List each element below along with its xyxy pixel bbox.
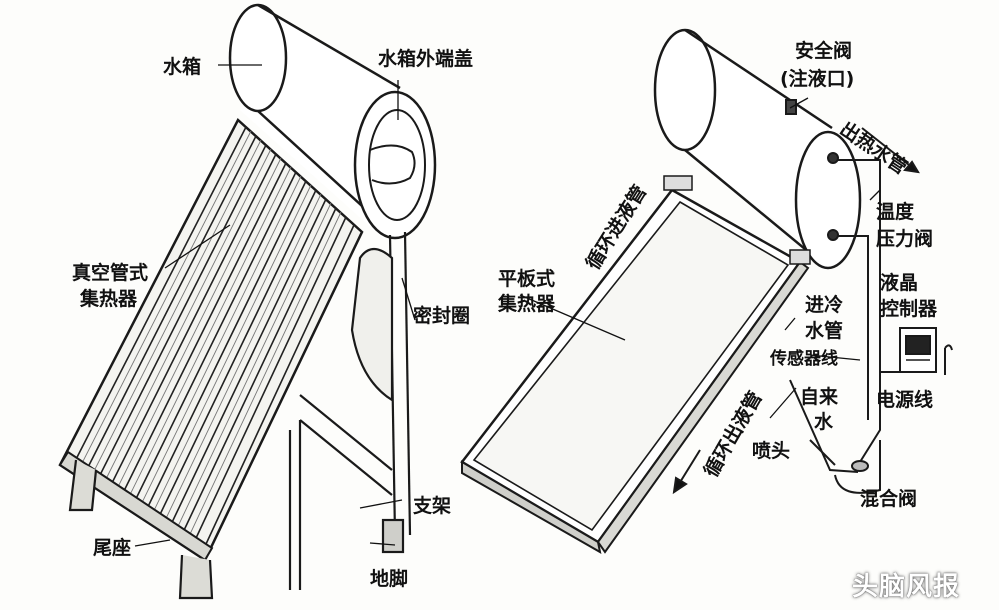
- label-tap-water-2: 水: [814, 411, 834, 433]
- label-power-wire: 电源线: [876, 389, 934, 411]
- label-seal-ring: 密封圈: [413, 305, 471, 327]
- right-water-tank: [653, 28, 862, 270]
- right-heater: [460, 28, 953, 554]
- label-temp-valve-2: 压力阀: [876, 228, 934, 250]
- left-leader-lines: [134, 64, 416, 547]
- label-end-cap: 水箱外端盖: [378, 48, 474, 70]
- lcd-controller-box: [899, 327, 937, 373]
- right-leader-lines: [519, 97, 881, 419]
- label-lcd-controller-2: 控制器: [880, 298, 938, 320]
- label-nozzle: 喷头: [752, 440, 791, 462]
- watermark-text: 头脑风报: [852, 572, 961, 602]
- water-tank: [228, 3, 437, 240]
- pipes: [789, 159, 953, 494]
- flow-arrows: [672, 127, 920, 495]
- label-flat-collector-1: 平板式: [498, 268, 556, 290]
- label-safety-valve: 安全阀: [795, 40, 853, 62]
- label-sensor-wire: 传感器线: [770, 349, 838, 369]
- label-mixing-valve: 混合阀: [860, 488, 918, 510]
- label-flat-collector-2: 集热器: [498, 293, 556, 315]
- end-cap-shape: [353, 90, 437, 240]
- label-temp-valve-1: 温度: [876, 201, 915, 223]
- label-lcd-controller-1: 液晶: [880, 272, 919, 294]
- flat-plate-collector: [460, 175, 811, 554]
- label-cold-inlet-2: 水管: [805, 320, 844, 342]
- label-vacuum-collector-1: 真空管式: [72, 262, 149, 284]
- label-stand: 支架: [413, 495, 452, 517]
- label-cold-inlet-1: 进冷: [805, 294, 844, 316]
- foot-shape: [381, 518, 405, 554]
- label-vacuum-collector-2: 集热器: [80, 288, 138, 310]
- label-fill-port: (注液口): [780, 68, 855, 90]
- left-heater: [58, 3, 437, 600]
- stand: [68, 231, 412, 600]
- label-tap-water-1: 自来: [800, 386, 839, 408]
- vacuum-tube-collector: [58, 117, 364, 562]
- label-foot: 地脚: [370, 568, 409, 590]
- label-tail-seat: 尾座: [93, 537, 132, 559]
- label-water-tank: 水箱: [163, 56, 202, 78]
